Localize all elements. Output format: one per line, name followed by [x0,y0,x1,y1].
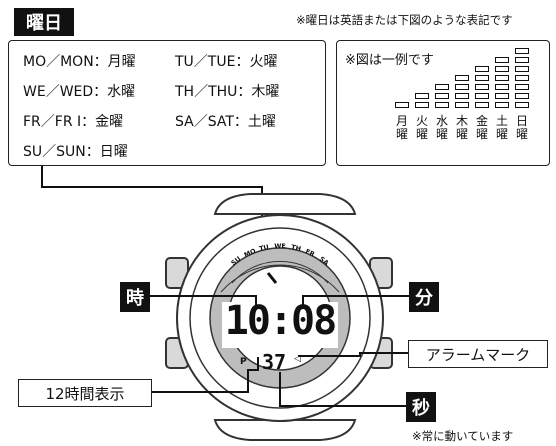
example-day-label: 水 曜 [435,114,448,141]
example-bar-segment [495,102,509,108]
example-day-label: 月 曜 [395,114,408,141]
example-bar-segment [455,93,469,99]
hour-tag: 時 [120,282,150,312]
example-bar-segment [475,66,489,72]
example-bar-segment [395,102,409,108]
example-day-label: 木 曜 [455,114,468,141]
pm-indicator: P [240,357,247,367]
day-map-sat: SA／SAT：土曜 [175,114,276,130]
weekday-title-tag: 曜日 [14,8,74,36]
second-tag: 秒 [406,392,436,422]
example-bar-segment [455,102,469,108]
example-bar-segment [495,84,509,90]
example-bar-segment [515,102,529,108]
example-day-label: 日 曜 [515,114,528,141]
example-bar-segment [515,66,529,72]
example-bar-segment [495,75,509,81]
weekday-note: ※曜日は英語または下図のような表記です [296,13,513,27]
day-map-fri: FR／FR I：金曜 [23,114,124,130]
example-bar-segment [515,93,529,99]
example-bar-segment [435,84,449,90]
day-map-tue: TU／TUE：火曜 [175,54,278,70]
example-box: ※図は一例です 月 曜火 曜水 曜木 曜金 曜土 曜日 曜 [336,40,550,166]
example-bar-segment [415,93,429,99]
example-bar-segment [515,48,529,54]
example-day-label: 金 曜 [475,114,488,141]
example-bar-segment [495,66,509,72]
example-bar-segment [455,84,469,90]
example-bar-segment [475,102,489,108]
day-mapping-box: MO／MON：月曜 TU／TUE：火曜 WE／WED：水曜 TH／THU：木曜 … [8,40,326,166]
lcd-seconds: 37 [262,350,287,374]
second-connector-line [279,372,406,407]
watch-top-lug [213,193,357,215]
minute-connector-line [302,295,409,305]
example-bar-segment [435,102,449,108]
moving-note: ※常に動いています [412,429,514,443]
example-bar-segment [495,57,509,63]
example-day-label: 火 曜 [415,114,428,141]
example-bar-segment [515,84,529,90]
example-note: ※図は一例です [345,53,434,68]
day-ring-label: WE [274,242,286,250]
lcd-time: 10:08 [224,298,337,344]
example-bar-segment [495,93,509,99]
example-day-label: 土 曜 [495,114,508,141]
example-bar-segment [475,75,489,81]
example-bar-segment [475,93,489,99]
minute-tag: 分 [409,282,439,312]
day-map-thu: TH／THU：木曜 [175,84,280,100]
day-map-sun: SU／SUN：日曜 [23,144,128,160]
example-bar-segment [515,75,529,81]
watch-bottom-lug [213,419,357,441]
example-bar-segment [515,57,529,63]
example-bar-segment [475,84,489,90]
hour12-label: 12時間表示 [18,379,152,407]
example-bar-segment [415,102,429,108]
hour-connector-line [150,295,257,305]
alarm-icon: ◁ [294,354,301,364]
day-map-mon: MO／MON：月曜 [23,54,136,70]
alarm-mark-label: アラームマーク [408,340,548,368]
alarm-connector-line [298,352,408,357]
example-bar-segment [455,75,469,81]
day-map-wed: WE／WED：水曜 [23,84,136,100]
example-bar-segment [435,93,449,99]
hour12-connector-line [150,357,259,393]
